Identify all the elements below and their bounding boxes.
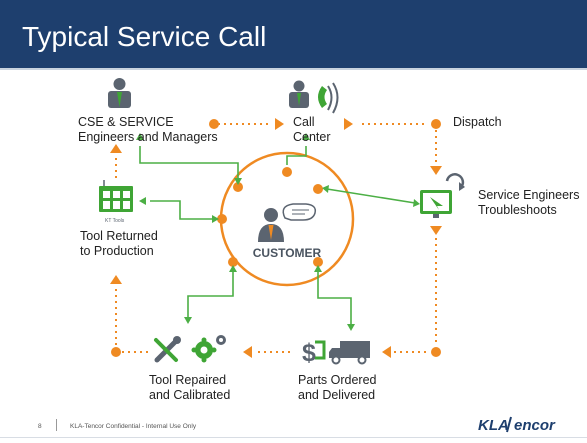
tool-repaired-label: Tool Repaired and Calibrated (149, 373, 230, 403)
page-number: 8 (38, 423, 42, 430)
cse-label-line2: Engineers and Managers (78, 130, 218, 144)
orange-flow-dots (111, 119, 441, 357)
service-engineers-label-line2: Troubleshoots (478, 203, 557, 217)
call-center-label-line1: Call (293, 115, 315, 129)
orange-flow-arrowheads (110, 118, 442, 358)
troubleshoot-monitor-icon (420, 173, 465, 218)
service-engineers-label: Service Engineers Troubleshoots (478, 188, 579, 218)
speech-bubble-icon (282, 203, 317, 221)
svg-text:KLA: KLA (478, 417, 509, 434)
page-title: Typical Service Call (22, 21, 267, 52)
parts-label-line2: and Delivered (298, 388, 376, 402)
cse-label-line1: CSE & SERVICE (78, 115, 174, 129)
parts-label: Parts Ordered and Delivered (298, 373, 377, 403)
customer-label: CUSTOMER (253, 246, 322, 260)
dispatch-label: Dispatch (453, 115, 502, 129)
service-engineers-label-line1: Service Engineers (478, 188, 580, 202)
confidential-notice: KLA-Tencor Confidential - Internal Use O… (70, 423, 197, 430)
kt-tools-label: KT Tools (105, 218, 125, 224)
cse-label: CSE & SERVICE Engineers and Managers (78, 115, 218, 145)
engineer-person-icon (108, 78, 131, 108)
tool-repaired-label-line1: Tool Repaired (149, 373, 227, 387)
title-banner: Typical Service Call (0, 0, 587, 70)
gears-icon (191, 335, 226, 363)
delivery-truck-icon (329, 341, 370, 365)
customer-person-icon (258, 208, 284, 242)
svg-text:encor: encor (514, 417, 556, 434)
tool-returned-label-line2: to Production (80, 244, 154, 258)
tool-returned-label: Tool Returned to Production (80, 229, 158, 259)
call-center-label-line2: Center (293, 130, 331, 144)
tool-returned-label-line1: Tool Returned (80, 229, 158, 243)
circle-connection-dots (217, 167, 323, 267)
parts-label-line1: Parts Ordered (298, 373, 377, 387)
call-center-label: Call Center (293, 115, 331, 145)
green-connector-lines (139, 146, 416, 325)
green-connector-arrowheads (136, 133, 420, 331)
dollar-parts-icon: $ (302, 339, 326, 367)
kla-tencor-logo: KLA encor (478, 416, 556, 434)
orange-flow-lines (115, 123, 437, 353)
footer-separator (56, 419, 57, 431)
call-center-phone-icon (289, 80, 339, 114)
wrench-screwdriver-icon (154, 336, 181, 363)
footer-rule (0, 437, 587, 438)
kt-tools-grid-icon (99, 180, 133, 212)
tool-repaired-label-line2: and Calibrated (149, 388, 231, 402)
svg-text:$: $ (302, 339, 316, 367)
